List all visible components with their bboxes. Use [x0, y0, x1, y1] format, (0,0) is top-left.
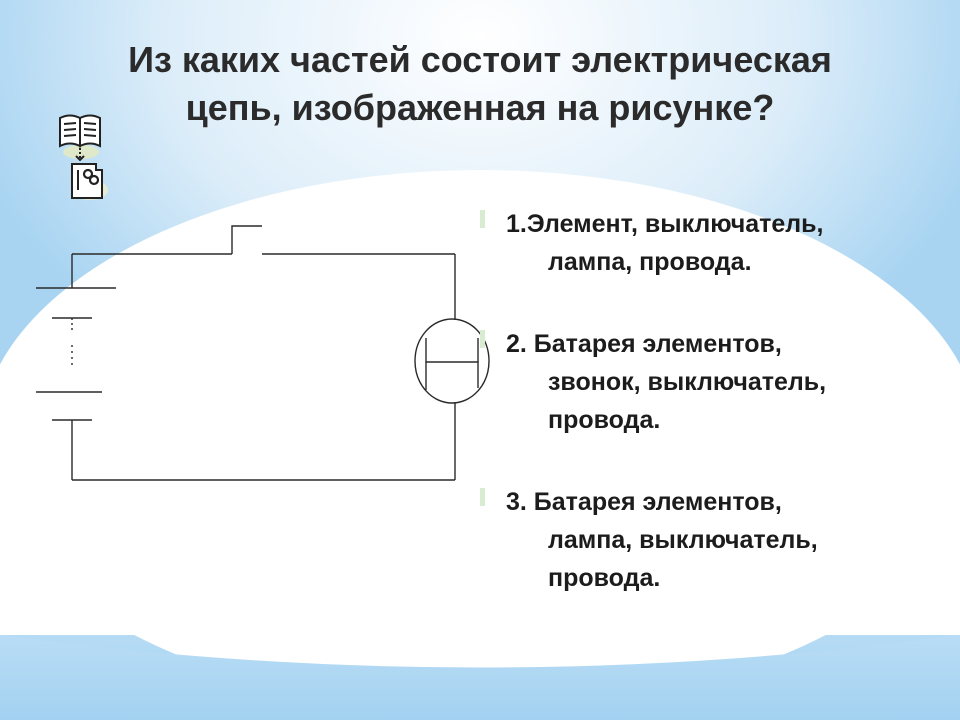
bullet-marker [480, 210, 485, 228]
book-icon [59, 114, 101, 162]
document-icon [71, 163, 108, 200]
switch [231, 225, 262, 254]
option-2-line-1: 2. Батарея элементов, [506, 330, 782, 358]
option-2-line-3: провода. [548, 406, 661, 434]
title-line-2: цепь, изображенная на рисунке? [185, 87, 775, 128]
lamp-bulb [414, 318, 490, 404]
slide-title: Из каких частей состоит электрическая це… [20, 36, 940, 132]
bullet-marker [480, 488, 485, 506]
option-3-line-3: провода. [548, 564, 661, 592]
option-2-line-2: звонок, выключатель, [548, 368, 827, 396]
bullet-marker [480, 330, 485, 348]
title-line-1: Из каких частей состоит электрическая [128, 39, 832, 80]
option-1-line-1: 1.Элемент, выключатель, [506, 210, 824, 238]
lamp-filament [425, 338, 479, 388]
option-3-line-1: 3. Батарея элементов, [506, 488, 782, 516]
option-3-line-2: лампа, выключатель, [548, 526, 818, 554]
option-1-line-2: лампа, провода. [548, 248, 752, 276]
